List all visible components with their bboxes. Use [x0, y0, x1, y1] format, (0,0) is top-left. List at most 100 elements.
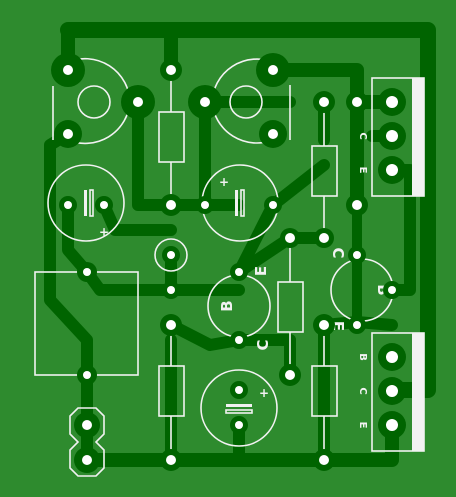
pad-ct-c-drill-hole — [386, 130, 398, 142]
pad-ct-b — [378, 88, 406, 116]
connector-bottom-b: B — [357, 353, 368, 361]
pad-tl-1 — [51, 53, 85, 87]
capacitor-3-plate-b — [225, 409, 253, 414]
capacitor-3-plus: + — [259, 386, 269, 400]
pad-mid-2-drill-hole — [166, 320, 176, 330]
capacitor-2-plate — [235, 190, 238, 216]
pad-r3-top — [280, 228, 300, 248]
pad-cb-b-drill-hole — [386, 351, 398, 363]
pad-tm-2-drill-hole — [200, 97, 210, 107]
pad-ct-c — [378, 122, 406, 150]
pad-c2-b — [264, 196, 282, 214]
pad-r5-bottom — [313, 449, 335, 471]
connector-top-e: E — [357, 167, 368, 174]
pad-r3-top-drill-hole — [285, 233, 295, 243]
pad-r5-top — [313, 314, 335, 336]
pad-link-b — [346, 194, 368, 216]
pad-q1-e-drill-hole — [235, 268, 243, 276]
pad-r5-top-drill-hole — [319, 320, 329, 330]
pad-hdr-1 — [74, 412, 100, 438]
pad-c3-b-drill-hole — [235, 421, 243, 429]
pad-ind-1 — [77, 262, 97, 282]
connector-bottom-e: E — [357, 422, 368, 429]
connector-top-c: C — [357, 132, 368, 139]
pad-c1-b-drill-hole — [100, 201, 108, 209]
transistor-q1-c: C — [254, 339, 272, 350]
pad-r3-bottom-drill-hole — [285, 370, 295, 380]
transistor-q1-b: B — [218, 300, 236, 311]
capacitor-1-plate — [84, 190, 87, 216]
pad-tl-2 — [121, 85, 155, 119]
pad-mid-1 — [162, 281, 180, 299]
transistor-q2-c: C — [329, 247, 347, 258]
pad-r5-bottom-drill-hole — [319, 455, 329, 465]
test-point-ring — [154, 238, 188, 272]
pad-q2-c-drill-hole — [353, 251, 361, 259]
pad-r2-top — [313, 91, 335, 113]
pad-cb-e-drill-hole — [386, 419, 398, 431]
capacitor-2-plus: + — [219, 175, 229, 189]
capacitor-3-plate — [226, 404, 252, 407]
pad-ct-e-drill-hole — [386, 164, 398, 176]
pad-q2-c — [348, 246, 366, 264]
pad-link-a — [346, 91, 368, 113]
pad-c1-a — [59, 196, 77, 214]
connector-bottom-latch — [412, 333, 424, 451]
capacitor-outline-3 — [200, 369, 278, 447]
pad-tm-2 — [188, 85, 222, 119]
pad-r2-bottom — [314, 228, 334, 248]
pad-ct-e — [378, 156, 406, 184]
pad-c3-a — [230, 381, 248, 399]
pads-layer — [51, 53, 406, 473]
pad-tm-1-drill-hole — [268, 65, 278, 75]
pad-c3-a-drill-hole — [235, 386, 243, 394]
pad-r2-bottom-drill-hole — [319, 233, 329, 243]
pad-q1-e — [230, 263, 248, 281]
pad-q2-e — [348, 316, 366, 334]
connector-bottom-c: C — [357, 387, 368, 394]
connector-top-latch — [412, 78, 424, 196]
capacitor-1-plate-b — [89, 189, 94, 217]
pad-link-b-drill-hole — [352, 200, 362, 210]
pad-hdr-2-drill-hole — [82, 455, 92, 465]
pad-q1-c — [230, 331, 248, 349]
pad-q2-b-drill-hole — [388, 286, 396, 294]
pad-tm-1 — [256, 53, 290, 87]
pad-tl-2-drill-hole — [133, 97, 143, 107]
mount-ring-tm — [229, 85, 263, 119]
pad-c2-a-drill-hole — [201, 201, 209, 209]
transistor-q2-e: E — [329, 321, 347, 331]
pad-hdr-2 — [74, 447, 100, 473]
pad-cb-e — [378, 411, 406, 439]
pad-link-a-drill-hole — [352, 97, 362, 107]
pad-q1-c-drill-hole — [235, 336, 243, 344]
pad-r4-bottom — [160, 449, 182, 471]
pad-ind-2-drill-hole — [83, 371, 91, 379]
pad-ind-1-drill-hole — [83, 268, 91, 276]
pad-c2-a — [196, 196, 214, 214]
pad-tl-3-drill-hole — [63, 129, 73, 139]
pad-test — [162, 246, 180, 264]
pad-c1-b — [95, 196, 113, 214]
pad-ct-b-drill-hole — [386, 96, 398, 108]
pad-r3-bottom — [279, 364, 301, 386]
capacitor-1-plus: + — [99, 225, 109, 239]
pad-mid-2 — [160, 314, 182, 336]
capacitor-2-plate-b — [240, 189, 245, 217]
mount-ring-tl — [77, 85, 111, 119]
pad-r1-top — [160, 59, 182, 81]
pad-c2-b-drill-hole — [269, 201, 277, 209]
pad-c1-a-drill-hole — [64, 201, 72, 209]
pad-test-drill-hole — [167, 251, 175, 259]
pad-ind-2 — [77, 365, 97, 385]
pad-tl-1-drill-hole — [63, 65, 73, 75]
pad-mid-1-drill-hole — [167, 286, 175, 294]
pad-hdr-1-drill-hole — [82, 420, 92, 430]
pad-r1-bottom — [160, 194, 182, 216]
pad-cb-c — [378, 377, 406, 405]
pad-c3-b — [230, 416, 248, 434]
pad-cb-c-drill-hole — [386, 385, 398, 397]
pad-tl-3 — [54, 120, 82, 148]
header-outline — [69, 407, 105, 477]
